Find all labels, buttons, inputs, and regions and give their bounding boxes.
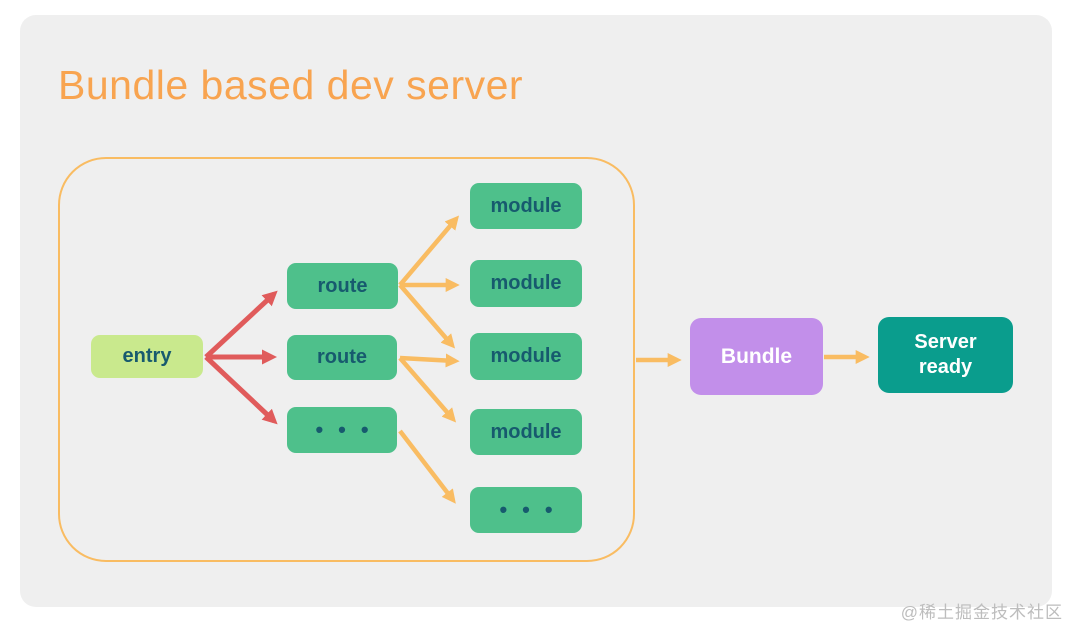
node-route-1: route [287,263,398,309]
node-module-1-label: module [490,194,562,217]
node-server-ready: Server ready [878,317,1013,393]
dev-server-boundary [58,157,635,562]
node-module-2: module [470,260,582,307]
node-entry-label: entry [122,345,172,367]
node-module-3-label: module [490,345,562,367]
node-bundle-label: Bundle [720,344,793,368]
node-module-3: module [470,333,582,380]
node-entry: entry [91,335,203,378]
node-route-1-label: route [317,274,368,297]
node-route-2: route [287,335,397,380]
watermark: @稀土掘金技术社区 [900,603,1063,622]
node-routes-more: ••• [287,407,397,453]
node-module-2-label: module [490,272,562,294]
node-modules-more: ••• [470,487,582,533]
diagram-title: Bundle based dev server [58,62,524,108]
node-module-1: module [470,183,582,229]
node-module-4: module [470,409,582,455]
node-bundle: Bundle [690,318,823,395]
node-routes-more-label: ••• [315,417,384,442]
node-server-ready-label: Server ready [914,331,977,378]
node-modules-more-label: ••• [499,497,568,522]
node-route-2-label: route [317,346,367,368]
node-module-4-label: module [490,420,562,443]
